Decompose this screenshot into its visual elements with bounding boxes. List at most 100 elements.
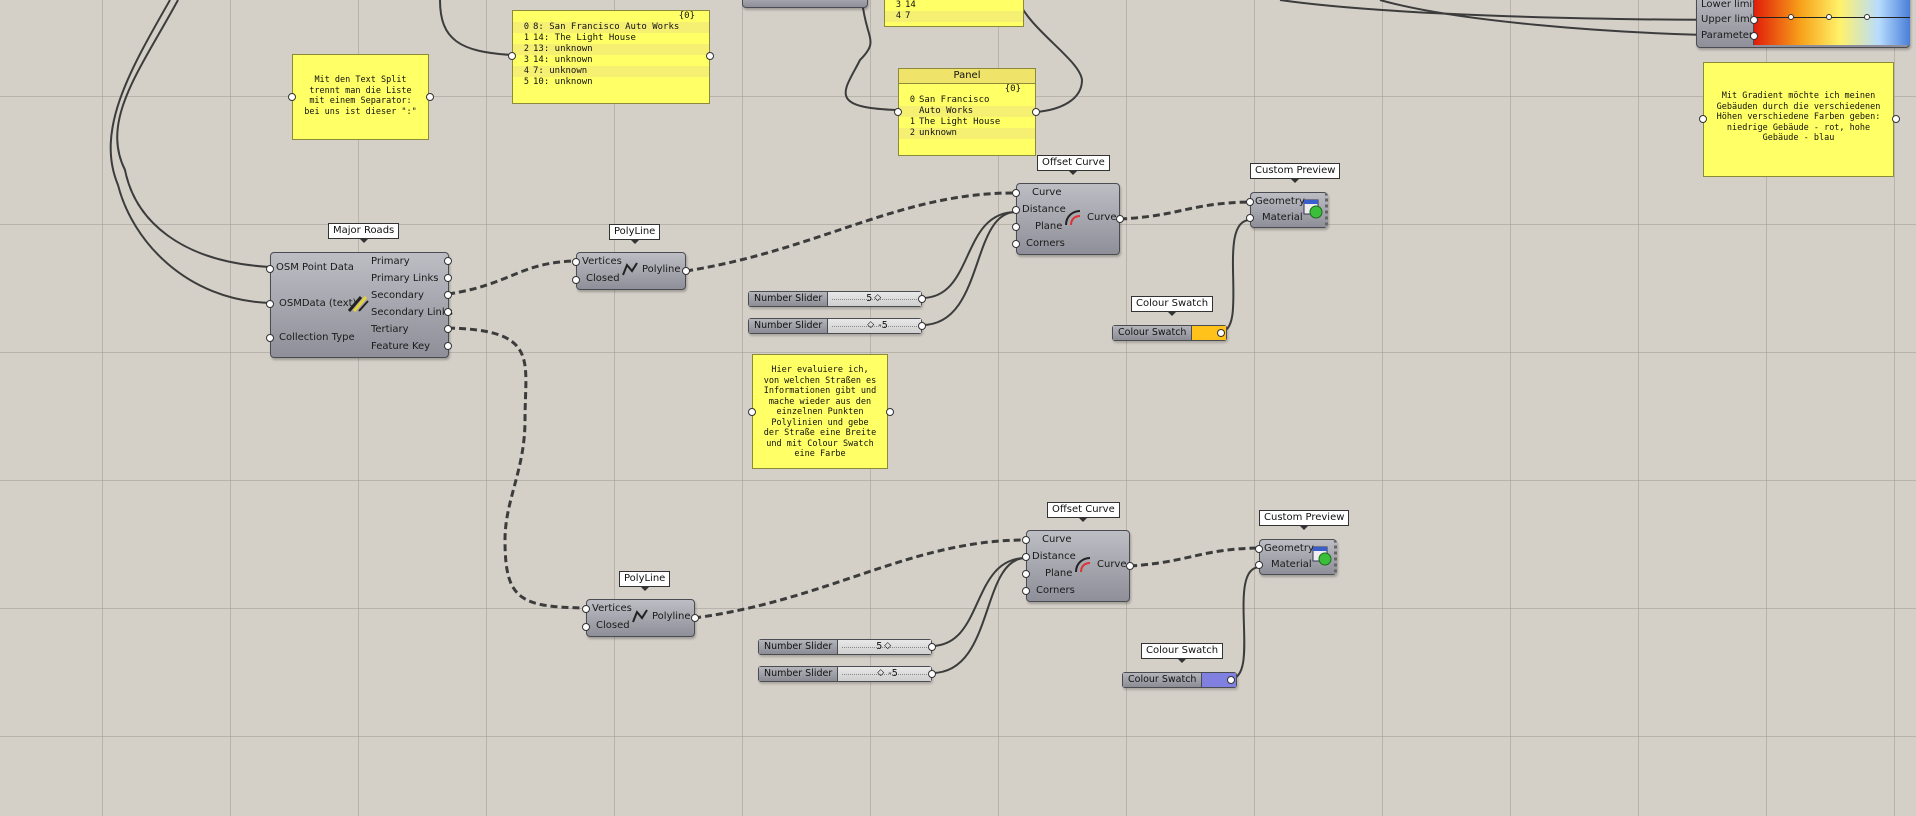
preview-bottom-component[interactable]: Geometry Material xyxy=(1259,539,1337,575)
note-evaluate: Hier evaluiere ich, von welchen Straßen … xyxy=(752,354,888,469)
wire-dashed xyxy=(693,538,1027,620)
major-roads-output-secondary-links: Secondary Links xyxy=(371,307,453,318)
gradient-input-upper: Upper limit xyxy=(1701,14,1757,25)
major-roads-output-grip[interactable] xyxy=(444,291,452,299)
offset-input-grip[interactable] xyxy=(1012,240,1020,248)
swatch-output-grip[interactable] xyxy=(1217,329,1225,337)
gradient-input-grip[interactable] xyxy=(1750,32,1758,40)
note-grip[interactable] xyxy=(748,408,756,416)
polyline-input-closed: Closed xyxy=(596,620,630,631)
custom-preview-icon xyxy=(1312,546,1332,566)
slider-track[interactable]: 5◇ xyxy=(828,292,921,306)
slider-track[interactable]: ◇-5 xyxy=(828,319,921,333)
offset-top-component[interactable]: Curve Distance Plane Corners Curve xyxy=(1016,183,1120,255)
gradient-component[interactable]: Lower limit Upper limit Parameter xyxy=(1696,0,1910,48)
wire xyxy=(930,557,1027,647)
polyline-input-grip[interactable] xyxy=(572,276,580,284)
number-slider-top-a[interactable]: Number Slider 5◇ xyxy=(748,291,922,307)
offset-input-corners: Corners xyxy=(1026,238,1065,249)
component-cut[interactable] xyxy=(742,0,868,8)
preview-input-material: Material xyxy=(1271,559,1312,570)
major-roads-input-osm-text: OSMData (text) xyxy=(279,298,357,309)
slider-output-grip[interactable] xyxy=(928,643,936,651)
slider-output-grip[interactable] xyxy=(928,670,936,678)
major-roads-output-feature-key: Feature Key xyxy=(371,341,431,352)
slider-output-grip[interactable] xyxy=(918,322,926,330)
offset-input-grip[interactable] xyxy=(1012,206,1020,214)
major-roads-input-grip[interactable] xyxy=(266,300,274,308)
panel-input-grip[interactable] xyxy=(894,108,902,116)
wire xyxy=(109,0,271,304)
polyline-top-component[interactable]: Vertices Closed Polyline xyxy=(576,252,686,290)
number-slider-bottom-b[interactable]: Number Slider ◇-5 xyxy=(758,666,932,682)
number-slider-bottom-a[interactable]: Number Slider 5◇ xyxy=(758,639,932,655)
major-roads-input-grip[interactable] xyxy=(266,334,274,342)
offset-input-grip[interactable] xyxy=(1022,553,1030,561)
major-roads-output-grip[interactable] xyxy=(444,325,452,333)
gradient-bar[interactable] xyxy=(1753,0,1910,45)
offset-output-grip[interactable] xyxy=(1126,562,1134,570)
panel-input-grip[interactable] xyxy=(508,52,516,60)
offset-input-grip[interactable] xyxy=(1022,570,1030,578)
polyline-input-grip[interactable] xyxy=(582,623,590,631)
major-roads-output-grip[interactable] xyxy=(444,342,452,350)
colour-swatch-bottom[interactable]: Colour Swatch xyxy=(1122,672,1238,688)
gradient-input-grip[interactable] xyxy=(1750,16,1758,24)
major-roads-input-osm-point: OSM Point Data xyxy=(276,262,354,273)
slider-output-grip[interactable] xyxy=(918,295,926,303)
note-grip[interactable] xyxy=(288,93,296,101)
gradient-grip[interactable] xyxy=(1864,14,1870,20)
preview-input-grip[interactable] xyxy=(1246,214,1254,222)
offset-curve-icon xyxy=(1065,210,1081,226)
preview-input-grip[interactable] xyxy=(1255,561,1263,569)
offset-output-grip[interactable] xyxy=(1116,215,1124,223)
colour-swatch-top[interactable]: Colour Swatch xyxy=(1112,325,1228,341)
offset-input-grip[interactable] xyxy=(1022,536,1030,544)
offset-input-grip[interactable] xyxy=(1022,587,1030,595)
polyline-output: Polyline xyxy=(652,611,691,622)
preview-input-grip[interactable] xyxy=(1246,198,1254,206)
offset-input-distance: Distance xyxy=(1032,551,1076,562)
note-grip[interactable] xyxy=(1699,115,1707,123)
major-roads-output-grip[interactable] xyxy=(444,274,452,282)
polyline-input-grip[interactable] xyxy=(582,605,590,613)
offset-bottom-component[interactable]: Curve Distance Plane Corners Curve xyxy=(1026,530,1130,602)
preview-input-grip[interactable] xyxy=(1255,545,1263,553)
polyline-output: Polyline xyxy=(642,264,681,275)
gradient-grip[interactable] xyxy=(1826,14,1832,20)
panel-output-grip[interactable] xyxy=(1032,108,1040,116)
note-grip[interactable] xyxy=(1892,115,1900,123)
offset-output-curve: Curve xyxy=(1097,559,1127,570)
offset-input-grip[interactable] xyxy=(1012,189,1020,197)
polyline-input-vertices: Vertices xyxy=(592,603,632,614)
swatch-top-tag: Colour Swatch xyxy=(1131,296,1214,316)
wire xyxy=(921,211,1017,326)
major-roads-tag: Major Roads xyxy=(328,223,400,243)
slider-track[interactable]: 5◇ xyxy=(838,640,931,654)
major-roads-output-grip[interactable] xyxy=(444,257,452,265)
number-slider-top-b[interactable]: Number Slider ◇-5 xyxy=(748,318,922,334)
polyline-output-grip[interactable] xyxy=(682,267,690,275)
gradient-grip[interactable] xyxy=(1788,14,1794,20)
major-roads-output-primary-links: Primary Links xyxy=(371,273,439,284)
polyline-icon xyxy=(622,262,638,276)
roads-icon xyxy=(347,296,369,312)
offset-input-grip[interactable] xyxy=(1012,223,1020,231)
note-grip[interactable] xyxy=(426,93,434,101)
swatch-output-grip[interactable] xyxy=(1227,676,1235,684)
major-roads-output-grip[interactable] xyxy=(444,308,452,316)
panel-output-grip[interactable] xyxy=(706,52,714,60)
note-grip[interactable] xyxy=(886,408,894,416)
gradient-input-parameter: Parameter xyxy=(1701,30,1754,41)
major-roads-input-grip[interactable] xyxy=(266,265,274,273)
polyline-input-grip[interactable] xyxy=(572,258,580,266)
preview-top-component[interactable]: Geometry Material xyxy=(1250,192,1328,228)
note-gradient: Mit Gradient möchte ich meinen Gebäuden … xyxy=(1703,62,1894,177)
slider-track[interactable]: ◇-5 xyxy=(838,667,931,681)
polyline-bottom-component[interactable]: Vertices Closed Polyline xyxy=(586,599,695,637)
polyline-output-grip[interactable] xyxy=(691,614,699,622)
major-roads-component[interactable]: OSM Point Data OSMData (text) Collection… xyxy=(270,252,453,358)
